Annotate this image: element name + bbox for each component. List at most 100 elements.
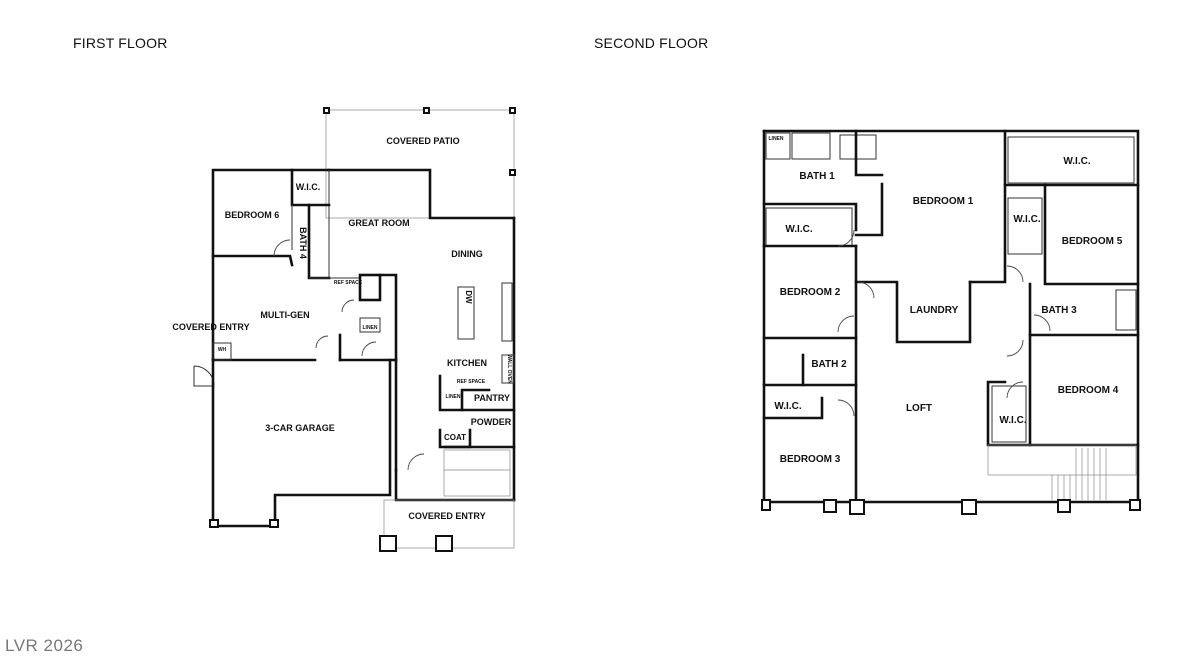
multi-gen-label: MULTI-GEN <box>260 310 309 320</box>
wall <box>968 129 1007 284</box>
bedroom-3-label: BEDROOM 3 <box>780 454 841 465</box>
patio-column <box>509 107 516 114</box>
shower <box>791 132 831 160</box>
entry-column <box>379 535 397 552</box>
column <box>1057 499 1071 513</box>
door-swing <box>407 453 425 471</box>
bedroom-6-label: BEDROOM 6 <box>225 210 280 220</box>
wall <box>762 396 824 420</box>
garage-label: 3-CAR GARAGE <box>265 423 335 433</box>
wall <box>394 468 516 502</box>
dw-label: DW <box>464 290 473 304</box>
coat-label: COAT <box>444 433 466 442</box>
wh-label: WH <box>218 347 227 353</box>
door-swing <box>361 341 377 357</box>
stairs <box>443 449 511 497</box>
patio-column <box>323 107 330 114</box>
door-swing <box>273 239 291 257</box>
door-swing <box>341 299 355 313</box>
wall <box>762 129 1140 504</box>
column <box>1129 499 1141 511</box>
linen-closet <box>765 132 791 160</box>
shower <box>1115 289 1137 331</box>
closet <box>1007 197 1043 255</box>
door-swing <box>837 229 855 247</box>
bedroom-5-label: BEDROOM 5 <box>1062 236 1123 247</box>
covered-entry-label: COVERED ENTRY <box>408 511 485 521</box>
bedroom-1-label: BEDROOM 1 <box>913 196 974 207</box>
linen-label: LINEN <box>363 325 378 331</box>
door-swing <box>1006 265 1024 283</box>
wall <box>854 129 884 177</box>
entry-column <box>435 535 453 552</box>
bedroom-2-label: BEDROOM 2 <box>780 287 841 298</box>
covered-patio-label: COVERED PATIO <box>386 136 459 146</box>
wic-bedroom5-label: W.I.C. <box>1013 214 1040 225</box>
ref-space-label: REF SPACE <box>334 280 363 286</box>
bedroom-4-label: BEDROOM 4 <box>1058 385 1119 396</box>
bath-1-label: BATH 1 <box>799 171 835 182</box>
bath-4-label: BATH 4 <box>298 227 308 259</box>
garage-column <box>269 519 279 528</box>
wall <box>211 168 331 362</box>
door-swing <box>1033 314 1051 332</box>
garage-wall <box>211 358 392 528</box>
stair-treads <box>1051 448 1107 500</box>
kitchen-island <box>457 286 475 340</box>
water-heater-box <box>212 342 232 361</box>
wic-bath1-label: W.I.C. <box>785 224 812 235</box>
wall <box>1043 183 1140 286</box>
door-swing <box>837 399 855 417</box>
second-floor-title: SECOND FLOOR <box>594 35 709 51</box>
column <box>761 499 771 511</box>
covered-entry-side-label: COVERED ENTRY <box>172 322 249 332</box>
watermark: LVR 2026 <box>5 636 84 655</box>
great-room-label: GREAT ROOM <box>348 218 409 228</box>
door-swing <box>857 281 875 299</box>
side-entry-door <box>193 365 215 387</box>
ref-space-kitchen-label: REF SPACE <box>457 379 486 385</box>
patio-column <box>509 169 516 176</box>
stair-opening <box>987 444 1137 476</box>
linen-closet <box>359 317 381 333</box>
second-floor-plan: LINEN BATH 1 BEDROOM 1 W.I.C. W.I.C. W.I… <box>761 129 1141 515</box>
bath-2-label: BATH 2 <box>811 359 847 370</box>
tub <box>839 134 877 160</box>
wall <box>895 280 972 344</box>
bath-3-label: BATH 3 <box>1041 305 1077 316</box>
wall <box>762 202 858 232</box>
wall <box>211 254 294 267</box>
wic-label: W.I.C. <box>296 182 321 192</box>
wic-bedroom4-label: W.I.C. <box>999 415 1026 426</box>
kitchen-counter <box>501 282 513 342</box>
wall <box>378 273 398 362</box>
door-swing <box>837 315 855 333</box>
kitchen-label: KITCHEN <box>447 358 487 368</box>
wall-oven-label: WALL OVEN <box>506 354 512 384</box>
loft-label: LOFT <box>906 403 932 414</box>
linen-kitchen-label: LINEN <box>446 394 461 400</box>
garage-column <box>209 519 219 528</box>
wall <box>854 182 884 237</box>
pantry-label: PANTRY <box>474 393 510 403</box>
door-swing <box>1006 339 1024 357</box>
laundry-label: LAUNDRY <box>910 305 959 316</box>
wic-bedroom3-label: W.I.C. <box>774 401 801 412</box>
covered-patio-outline <box>325 109 515 219</box>
wall-oven <box>501 354 515 384</box>
linen-label: LINEN <box>769 136 784 142</box>
first-floor-title: FIRST FLOOR <box>73 35 168 51</box>
patio-column <box>423 107 430 114</box>
door-swing <box>1006 381 1024 399</box>
wall <box>327 168 516 220</box>
column <box>849 499 865 515</box>
powder-label: POWDER <box>471 417 512 427</box>
ref-space-box <box>358 273 382 302</box>
dining-label: DINING <box>451 249 483 259</box>
wic-top-label: W.I.C. <box>1063 156 1090 167</box>
closet <box>1007 136 1135 184</box>
column <box>823 499 837 513</box>
closet <box>991 385 1027 443</box>
first-floor-plan: COVERED PATIO BEDROOM 6 W.I.C. BATH 4 GR… <box>172 107 516 552</box>
